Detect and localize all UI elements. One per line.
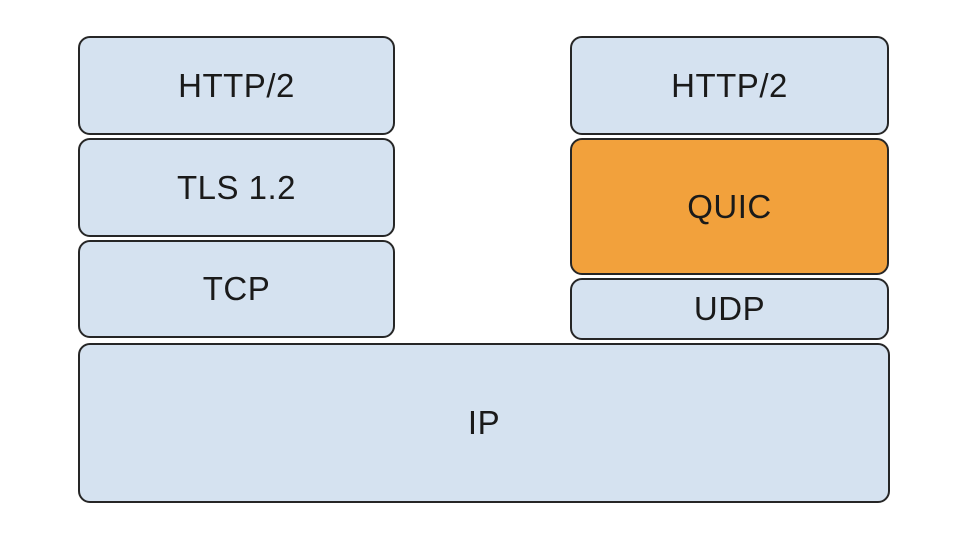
protocol-box-udp: UDP xyxy=(570,278,889,340)
protocol-box-http2-left: HTTP/2 xyxy=(78,36,395,135)
protocol-box-ip: IP xyxy=(78,343,890,503)
protocol-box-http2-right: HTTP/2 xyxy=(570,36,889,135)
protocol-box-tls: TLS 1.2 xyxy=(78,138,395,237)
protocol-box-quic: QUIC xyxy=(570,138,889,275)
protocol-box-tcp: TCP xyxy=(78,240,395,338)
